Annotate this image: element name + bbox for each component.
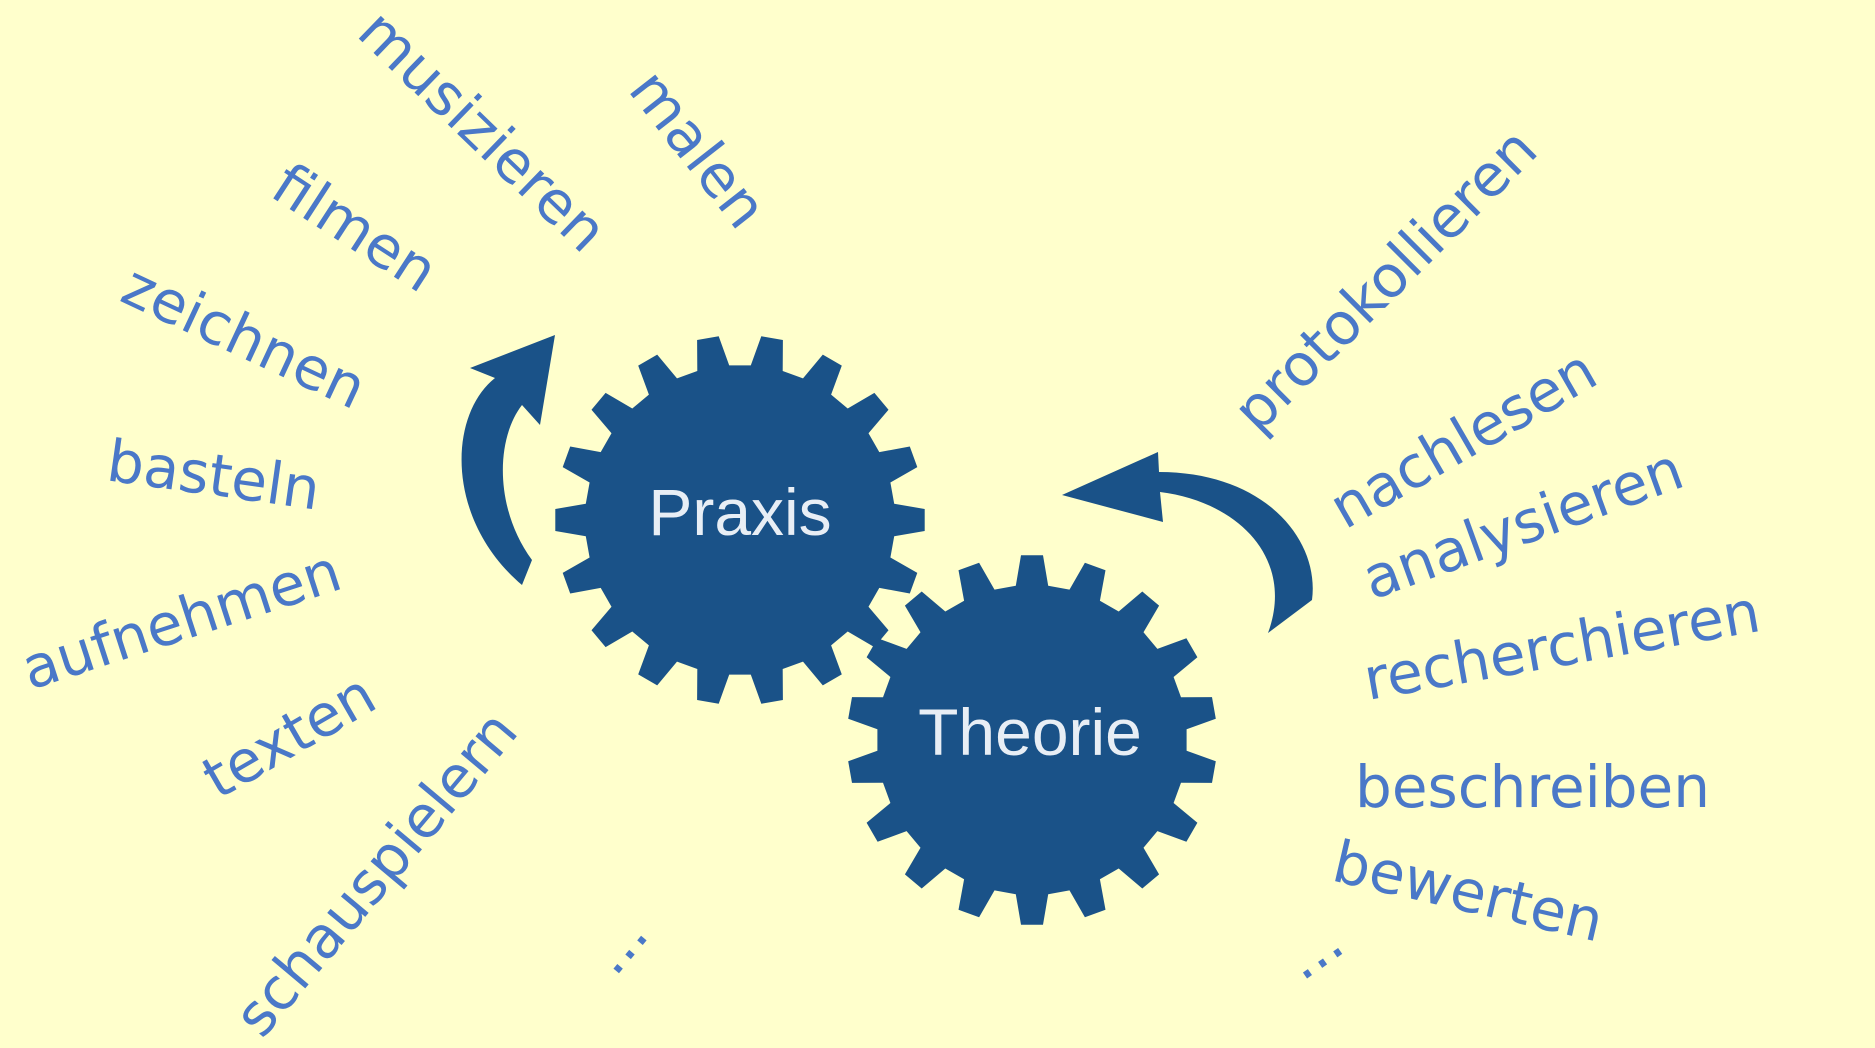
activity-recherchieren: recherchieren <box>1359 577 1765 714</box>
activity-texten: texten <box>191 660 387 812</box>
activity-basteln: basteln <box>103 427 324 524</box>
left-curved-arrow <box>461 335 555 585</box>
activity-zeichnen: zeichnen <box>112 251 376 423</box>
activity-ellipsis-left: ... <box>574 901 662 987</box>
activity-malen: malen <box>616 57 781 241</box>
praxis-gear <box>555 336 925 704</box>
activity-ellipsis-right: ... <box>1271 906 1355 993</box>
right-curved-arrow <box>1062 452 1313 633</box>
activity-beschreiben: beschreiben <box>1355 753 1710 821</box>
theorie-gear-label: Theorie <box>918 695 1142 769</box>
activity-filmen: filmen <box>260 150 449 306</box>
praxis-gear-label: Praxis <box>648 475 831 549</box>
theorie-gear <box>848 555 1216 925</box>
activity-bewerten: bewerten <box>1327 827 1610 955</box>
activity-aufnehmen: aufnehmen <box>13 536 349 703</box>
